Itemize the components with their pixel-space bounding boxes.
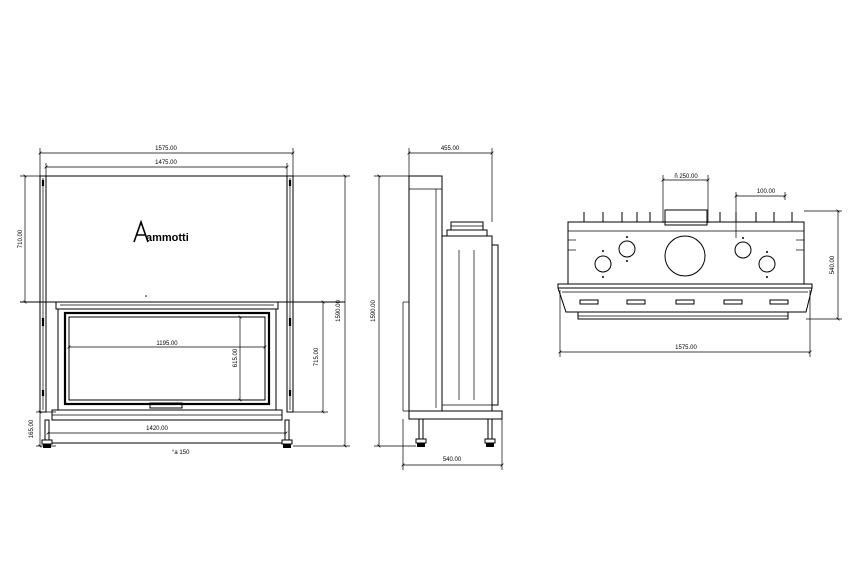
dim-glass-height: 615.00 bbox=[233, 315, 242, 402]
dim-door-height: 715.00 bbox=[293, 300, 328, 414]
top-view: ñ 250.00 100.00 bbox=[557, 174, 842, 357]
dim-total-height: 1590.00 bbox=[293, 174, 350, 448]
dim-overall-width-label: 1575.00 bbox=[155, 146, 177, 152]
side-right-leg bbox=[484, 418, 496, 447]
dim-depth-label: 540.00 bbox=[830, 255, 836, 274]
left-leg bbox=[41, 419, 53, 448]
logo-a-icon bbox=[133, 219, 149, 243]
side-rear-panel bbox=[491, 244, 499, 406]
dim-side-height: 1590.00 bbox=[371, 174, 416, 448]
main-flue-circle bbox=[664, 235, 706, 277]
small-flue-circle bbox=[734, 241, 752, 259]
dim-top-depth-view: 540.00 bbox=[804, 209, 842, 321]
right-frame-post bbox=[286, 175, 294, 413]
top-ticks bbox=[583, 212, 793, 222]
dim-glass-width: 1195.00 bbox=[67, 341, 267, 349]
dim-side-height-label: 1590.00 bbox=[371, 300, 377, 322]
dim-flue: ñ 250.00 bbox=[661, 174, 710, 223]
side-body bbox=[441, 235, 493, 412]
side-flue-collar bbox=[446, 221, 488, 237]
side-base bbox=[408, 410, 503, 420]
dim-overall-width: 1575.00 bbox=[38, 146, 295, 176]
dim-top-depth: 455.00 bbox=[407, 146, 494, 222]
left-upper-vent-circle bbox=[618, 240, 636, 258]
dim-width-label: 1575.00 bbox=[675, 345, 697, 351]
dim-door-height-label: 715.00 bbox=[314, 347, 320, 366]
tray-slots bbox=[579, 299, 789, 305]
dim-top-width: 1575.00 bbox=[558, 290, 812, 357]
right-vent-circle bbox=[758, 255, 776, 273]
dim-inner-width-label: 1475.00 bbox=[155, 160, 177, 166]
dim-flue-label: ñ 250.00 bbox=[674, 174, 698, 180]
dim-base-depth: 540.00 bbox=[401, 419, 504, 470]
dim-top-height: 710.00 bbox=[18, 174, 46, 304]
door-top-rail bbox=[55, 301, 279, 310]
brand-logo: ammotti bbox=[133, 219, 189, 244]
side-left-leg bbox=[415, 418, 427, 447]
flue-chimney bbox=[664, 209, 708, 226]
door-frame bbox=[57, 308, 277, 411]
dim-inner-width: 1475.00 bbox=[44, 160, 289, 176]
dim-leg-height: 165.00 bbox=[29, 410, 56, 448]
dim-total-height-label: 1590.00 bbox=[336, 300, 342, 322]
dim-small-flue-label: 100.00 bbox=[757, 189, 776, 195]
logo-text: ammotti bbox=[146, 232, 189, 244]
glass-inner bbox=[68, 316, 266, 401]
left-vent-circle bbox=[594, 255, 612, 273]
flue-note: °a 150 bbox=[172, 450, 190, 456]
dim-top-depth-label: 455.00 bbox=[441, 146, 460, 152]
side-front-panel bbox=[408, 175, 443, 412]
dim-base-width: 1420.00 bbox=[46, 426, 288, 435]
tray-base bbox=[577, 311, 789, 320]
front-view: 1575.00 1475.00 ammotti bbox=[18, 146, 350, 456]
post-markers bbox=[41, 180, 292, 396]
door-handle bbox=[149, 402, 183, 409]
dim-glass-height-label: 615.00 bbox=[233, 348, 239, 367]
dim-base-width-label: 1420.00 bbox=[146, 426, 168, 432]
dim-top-height-label: 710.00 bbox=[18, 229, 24, 248]
glass-outer bbox=[63, 311, 271, 406]
tray-lip bbox=[557, 283, 813, 289]
right-leg bbox=[281, 419, 293, 448]
dim-base-depth-label: 540.00 bbox=[443, 457, 462, 463]
dim-leg-height-label: 165.00 bbox=[29, 419, 35, 438]
dim-glass-width-label: 1195.00 bbox=[156, 341, 178, 347]
side-view: 455.00 bbox=[371, 146, 504, 470]
